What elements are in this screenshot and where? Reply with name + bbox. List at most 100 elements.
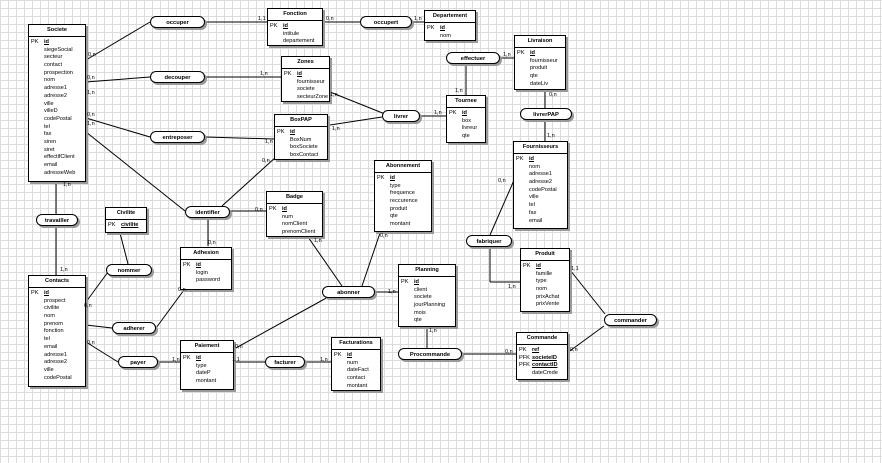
attribute-name: nomClient [282,221,308,228]
cardinality-label: 0,n [255,207,263,213]
entity-title: Produit [521,249,569,261]
attribute-name: siren [44,138,57,145]
attribute-name: adresse2 [44,92,68,99]
attribute-row: siegeSocial [29,47,85,55]
cardinality-label: 1,1 [571,266,579,272]
relation-entreposer[interactable]: entreposer [150,131,205,143]
relation-occuper[interactable]: occuper [150,16,205,28]
relation-facturer[interactable]: facturer [265,356,305,368]
cardinality-label: 0,n [88,52,96,58]
relation-livrerpap[interactable]: livrerPAP [520,108,572,120]
attribute-row: produit [375,206,431,214]
attribute-name: civilite [44,305,60,312]
attribute-name: fournisseur [297,78,325,85]
cardinality-label: 0,n [87,112,95,118]
attribute-row: tel [514,202,567,210]
cardinality-label: 1,n [172,357,180,363]
cardinality-label: 0,n [549,92,557,98]
attribute-name: famille [536,270,553,277]
attribute-row: num [267,214,322,222]
attribute-row: dateP [181,370,233,378]
attribute-name: siegeSocial [44,46,73,53]
attribute-row: qte [515,73,565,81]
relation-procommande[interactable]: Procommande [398,348,462,360]
key-label: PK [31,290,39,296]
entity-title: Paiement [181,341,233,353]
relation-travailler[interactable]: travailler [36,214,78,226]
key-label: PK [401,279,409,285]
attribute-row: password [181,277,231,285]
attribute-row: codePostal [29,375,85,383]
attr-list: dateCmde [517,370,567,378]
entity-title: Planning [399,265,455,277]
attribute-name: ville [529,194,539,201]
attribute-name: prenomClient [282,229,316,236]
relation-commander[interactable]: commander [604,314,657,326]
attribute-row: intitule [268,31,322,39]
entity-title: Contacts [29,276,85,288]
cardinality-label: 1,n [63,182,71,188]
cardinality-label: 0,n [505,349,513,355]
cardinality-label: 0,n [235,344,243,350]
relation-occupert[interactable]: occupert [360,16,412,28]
attribute-row: codePostal [514,187,567,195]
attribute-name: num [282,213,293,220]
cardinality-label: 0,n [84,303,92,309]
attribute-name: produit [530,65,548,72]
attribute-row: email [29,162,85,170]
attribute-row: BoxNum [275,137,327,145]
attribute-name: client [414,286,428,293]
attribute-row: dateLiv [515,81,565,89]
pk-row: PK id [399,279,455,287]
relation-abonner[interactable]: abonner [322,286,375,298]
cardinality-label: 1,n [434,110,442,116]
cardinality-label: 1,n [547,133,555,139]
attribute-name: type [196,362,207,369]
key-label: PK [427,25,435,31]
attribute-name: dateFact [347,367,369,374]
attribute-name: produit [390,205,408,212]
relation-payer[interactable]: payer [118,356,158,368]
pk-field: id [529,156,534,162]
pk-field: contactID [532,362,558,369]
relation-livrer[interactable]: livrer [382,110,420,122]
pk-field: id [414,279,419,285]
relation-adherer[interactable]: adherer [112,322,156,334]
relation-identifier[interactable]: identifier [185,206,230,218]
relation-effectuer[interactable]: effectuer [446,52,500,64]
relation-fabriquer[interactable]: fabriquer [466,235,512,247]
attribute-name: password [196,277,220,284]
attribute-name: secteur [44,54,63,61]
relation-decouper[interactable]: decouper [150,71,205,83]
attribute-row: fax [29,131,85,139]
pk-field: id [44,290,49,296]
attribute-row: qte [375,213,431,221]
relation-nommer[interactable]: nommer [106,264,152,276]
